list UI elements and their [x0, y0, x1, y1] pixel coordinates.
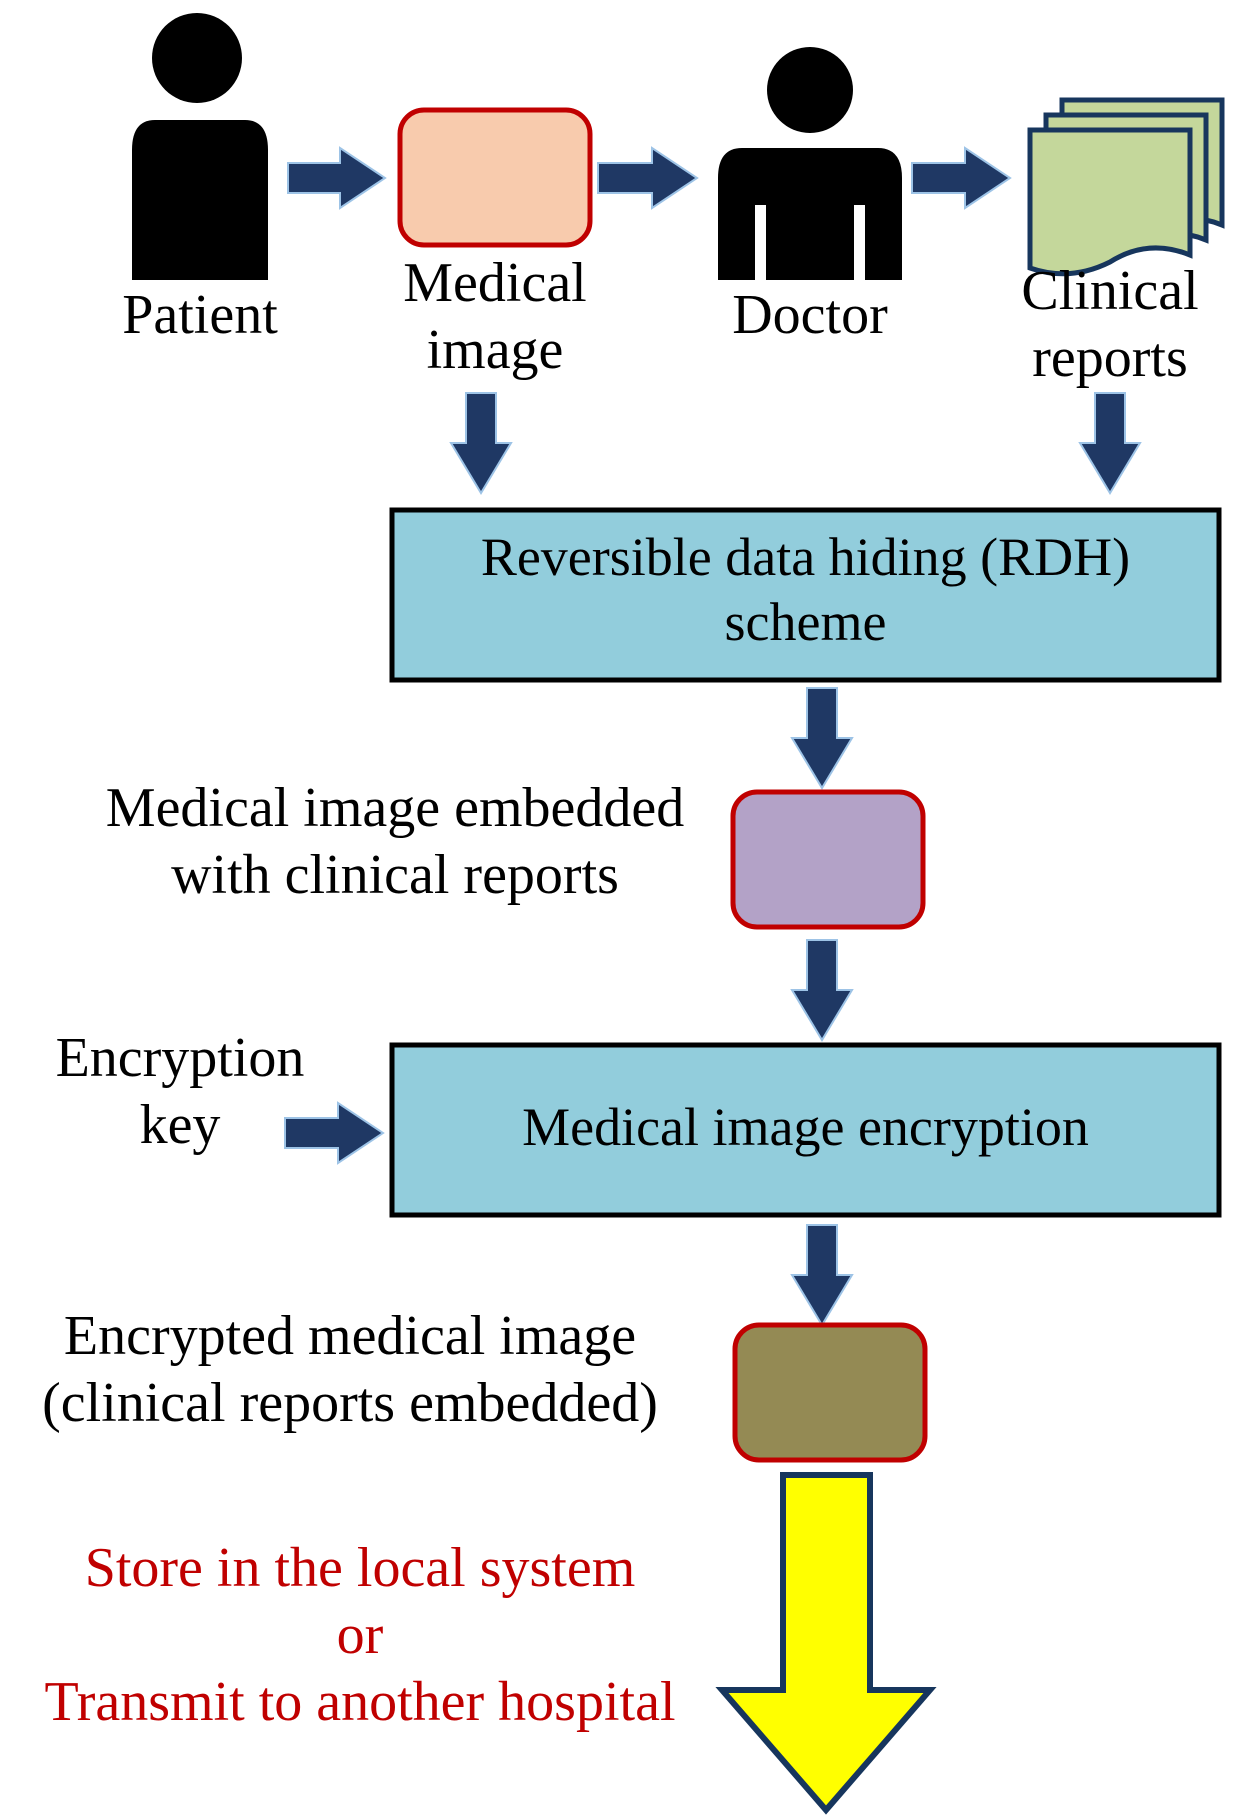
- output-line1: Store in the local system: [84, 1537, 636, 1599]
- encrypted-label-line1: Encrypted medical image: [63, 1305, 637, 1367]
- output-arrow: [715, 1472, 937, 1815]
- encryption-key-label: Encryption key: [30, 1025, 330, 1159]
- rdh-box: [389, 507, 1222, 683]
- arrow-doctor-to-reports: [911, 146, 1012, 210]
- clinical-reports-label-line2: reports: [1032, 327, 1188, 390]
- patient-icon: [132, 13, 268, 280]
- rdh-label-line1: Reversible data hiding (RDH): [480, 527, 1131, 587]
- arrow-image-to-rdh: [449, 392, 513, 495]
- embedded-image-label: Medical image embedded with clinical rep…: [60, 775, 730, 909]
- arrow-rdh-to-embedded: [790, 687, 854, 790]
- output-line3: Transmit to another hospital: [44, 1671, 676, 1734]
- doctor-label: Doctor: [732, 284, 888, 346]
- encrypted-label-line2: (clinical reports embedded): [42, 1372, 658, 1435]
- medical-image-label-line2: image: [426, 319, 564, 382]
- doctor-icon: [718, 47, 902, 280]
- rdh-box-label: Reversible data hiding (RDH) scheme: [392, 525, 1219, 655]
- key-label-line1: Encryption: [55, 1027, 305, 1089]
- arrow-image-to-doctor: [597, 146, 699, 210]
- arrow-key-to-encryption: [284, 1101, 385, 1165]
- clinical-reports-label: Clinical reports: [990, 258, 1230, 392]
- arrow-patient-to-image: [287, 146, 387, 210]
- encryption-box-label: Medical image encryption: [522, 1097, 1089, 1157]
- encryption-box: [389, 1042, 1222, 1218]
- arrow-reports-to-rdh: [1078, 392, 1142, 495]
- encrypted-image-label: Encrypted medical image (clinical report…: [5, 1303, 695, 1437]
- medical-image-box: [397, 107, 593, 248]
- key-label-line2: key: [139, 1094, 221, 1157]
- rdh-label-line2: scheme: [724, 591, 887, 652]
- output-text: Store in the local system or Transmit to…: [5, 1535, 715, 1737]
- patient-label: Patient: [122, 284, 278, 346]
- embedded-label-line1: Medical image embedded: [105, 777, 685, 839]
- document-stack-icon: [1027, 97, 1225, 277]
- embedded-image-box: [730, 789, 926, 930]
- output-line2: or: [336, 1604, 384, 1667]
- medical-image-label-line1: Medical: [403, 252, 587, 314]
- arrow-embedded-to-encryption: [790, 939, 854, 1042]
- medical-image-label: Medical image: [375, 250, 615, 384]
- embedded-label-line2: with clinical reports: [171, 844, 619, 907]
- encrypted-image-box: [732, 1322, 928, 1463]
- arrow-encryption-to-encrypted: [790, 1224, 854, 1327]
- clinical-reports-label-line1: Clinical: [1021, 260, 1199, 322]
